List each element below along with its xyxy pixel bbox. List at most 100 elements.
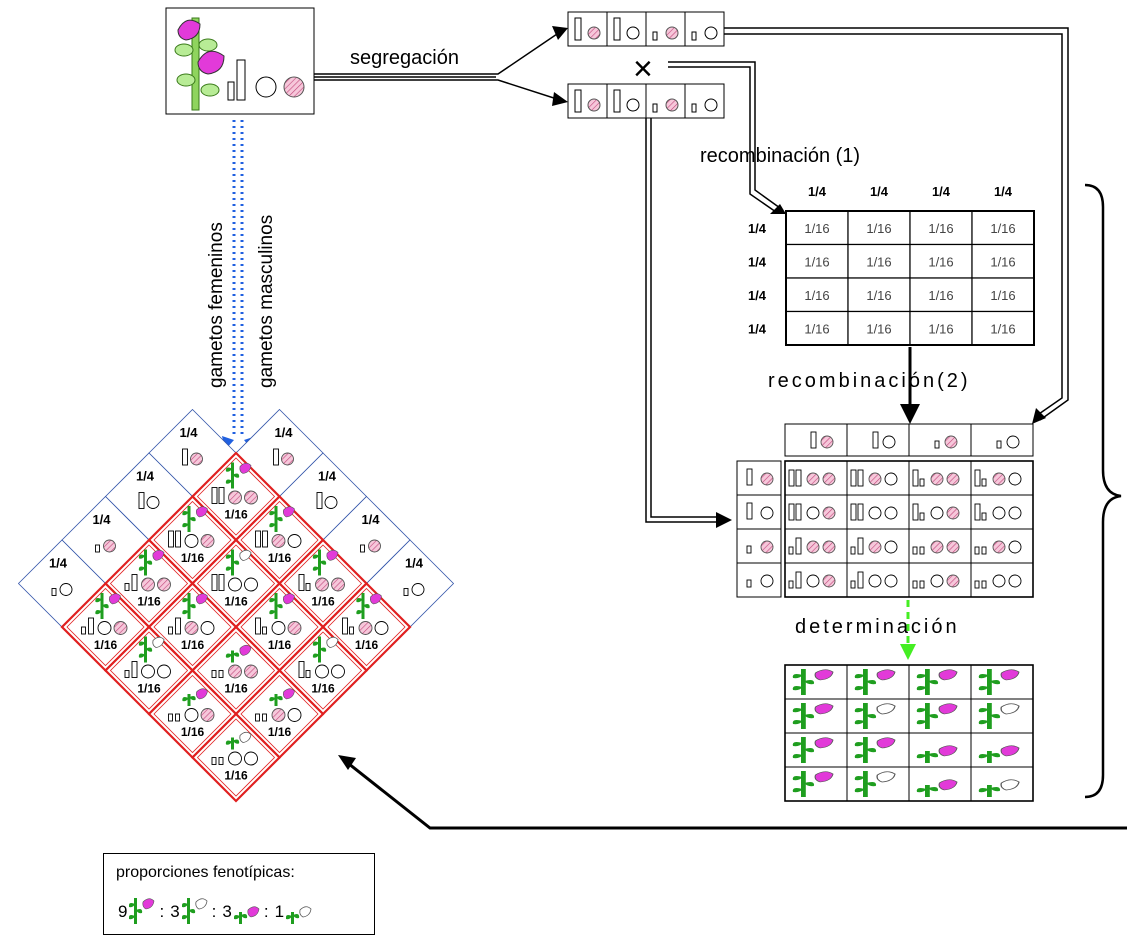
tall-allele-bar (857, 537, 864, 555)
short-allele-bar (211, 670, 217, 678)
grid1-cell-value: 1/16 (990, 255, 1015, 270)
legend-separator: : (159, 902, 165, 921)
white-seed-circle (228, 751, 242, 766)
segregation-arrows (314, 26, 568, 106)
short-allele-bar (919, 512, 925, 521)
short-allele-bar (262, 713, 267, 722)
white-seed-circle (760, 574, 774, 588)
pink-seed-circle (944, 435, 958, 449)
short-allele-bar (981, 546, 987, 555)
gamete-dotted-arrows (222, 120, 256, 450)
legend-separator: : (263, 902, 269, 921)
legend-count-tall-pink: 9 (118, 902, 128, 921)
short-allele-bar (912, 546, 918, 555)
grid2-row-header (736, 528, 782, 564)
recomb2-arrow (900, 347, 920, 424)
legend-count-tall-white: 3 (170, 902, 180, 921)
pink-seed-circle (190, 452, 203, 466)
pink-seed-circle (946, 506, 960, 520)
tall-allele-bar (131, 661, 138, 678)
short-allele-bar (305, 670, 311, 678)
grid1-col-header: 1/4 (870, 184, 889, 199)
pink-seed-circle (822, 472, 836, 486)
diamond-cell-prob: 1/16 (224, 595, 248, 609)
white-seed-circle (1008, 540, 1022, 554)
white-seed-circle (882, 435, 896, 449)
white-seed-circle (331, 664, 345, 679)
pink-seed-circle (946, 540, 960, 554)
pink-seed-circle (868, 540, 882, 554)
pink-seed-circle (806, 540, 820, 554)
diamond-cell-prob: 1/16 (268, 638, 292, 652)
diamond-cell-inner (240, 674, 319, 754)
legend-count-short-white: 1 (274, 902, 285, 921)
diamond-cell-inner (240, 500, 319, 580)
tall-allele-bar (788, 469, 795, 487)
genotype-grid (736, 423, 1034, 598)
diamond-cell-inner (196, 631, 276, 710)
grid1-cell-value: 1/16 (804, 288, 829, 303)
pink-seed-circle (358, 621, 373, 635)
grid1-cell (971, 310, 1035, 346)
grid3-cell (784, 732, 848, 768)
short-allele-bar (168, 713, 173, 722)
short-allele-bar (981, 512, 987, 521)
tall-allele-bar (298, 574, 305, 591)
tall-allele-bar (857, 469, 864, 487)
legend-count-short-pink: 3 (222, 902, 232, 921)
white-seed-circle (157, 664, 171, 679)
diamond-cell-prob: 1/16 (181, 551, 205, 565)
white-seed-circle (315, 664, 329, 679)
tall-allele-bar (746, 468, 753, 486)
pink-seed-circle (992, 472, 1006, 486)
diamond-cell-inner (109, 631, 189, 710)
tall-allele-bar (218, 574, 225, 591)
white-seed-circle (884, 506, 898, 520)
return-arrow (338, 755, 1127, 830)
white-seed-circle (760, 506, 774, 520)
short-allele-bar (981, 478, 987, 487)
segregation-label: segregación (350, 47, 459, 69)
legend-title: proporciones fenotípicas: (116, 864, 295, 881)
diamond-cell-inner (66, 587, 145, 667)
white-seed-circle (324, 496, 338, 509)
short-allele-bar (95, 544, 100, 553)
white-seed-circle (374, 621, 389, 635)
pink-seed-circle (946, 574, 960, 588)
short-allele-bar (305, 583, 311, 591)
diamond-cell-inner (196, 718, 276, 797)
grid1-row-header: 1/4 (748, 288, 767, 303)
tall-allele-bar (168, 530, 174, 548)
white-seed-circle (287, 708, 302, 722)
diamond-cell-inner (153, 587, 232, 667)
short-allele-bar (974, 546, 980, 555)
pink-seed-circle (930, 540, 944, 554)
diamond-cell-inner (283, 544, 363, 623)
pink-seed-circle (271, 708, 286, 722)
grid2-row-header (736, 460, 782, 496)
male-gamete-prob: 1/4 (274, 425, 293, 440)
tall-allele-bar (857, 503, 864, 521)
pink-seed-circle (228, 664, 242, 679)
male-gamete-prob: 1/4 (318, 469, 337, 484)
grid3-cell (908, 698, 972, 734)
male-gametes-label: gametos masculinos (256, 215, 277, 388)
grid1-cell-value: 1/16 (804, 322, 829, 337)
determination-arrow (900, 600, 916, 660)
pink-seed-circle (806, 472, 820, 486)
short-allele-bar (934, 440, 940, 449)
short-allele-bar (746, 579, 752, 588)
tall-allele-bar (342, 617, 348, 635)
male-gamete-prob: 1/4 (405, 556, 424, 571)
short-allele-bar (850, 580, 856, 589)
parent-plant-icon (174, 17, 225, 111)
diamond-cell-prob: 1/16 (311, 682, 335, 696)
short-allele-bar (919, 478, 925, 487)
grid1-cell-value: 1/16 (804, 255, 829, 270)
recombination-2-label: recombinación(2) (768, 370, 971, 392)
tall-white-plant-icon (181, 898, 208, 925)
white-seed-circle (1006, 435, 1020, 449)
short-allele-bar (996, 440, 1002, 449)
diamond-cell-prob: 1/16 (137, 682, 161, 696)
